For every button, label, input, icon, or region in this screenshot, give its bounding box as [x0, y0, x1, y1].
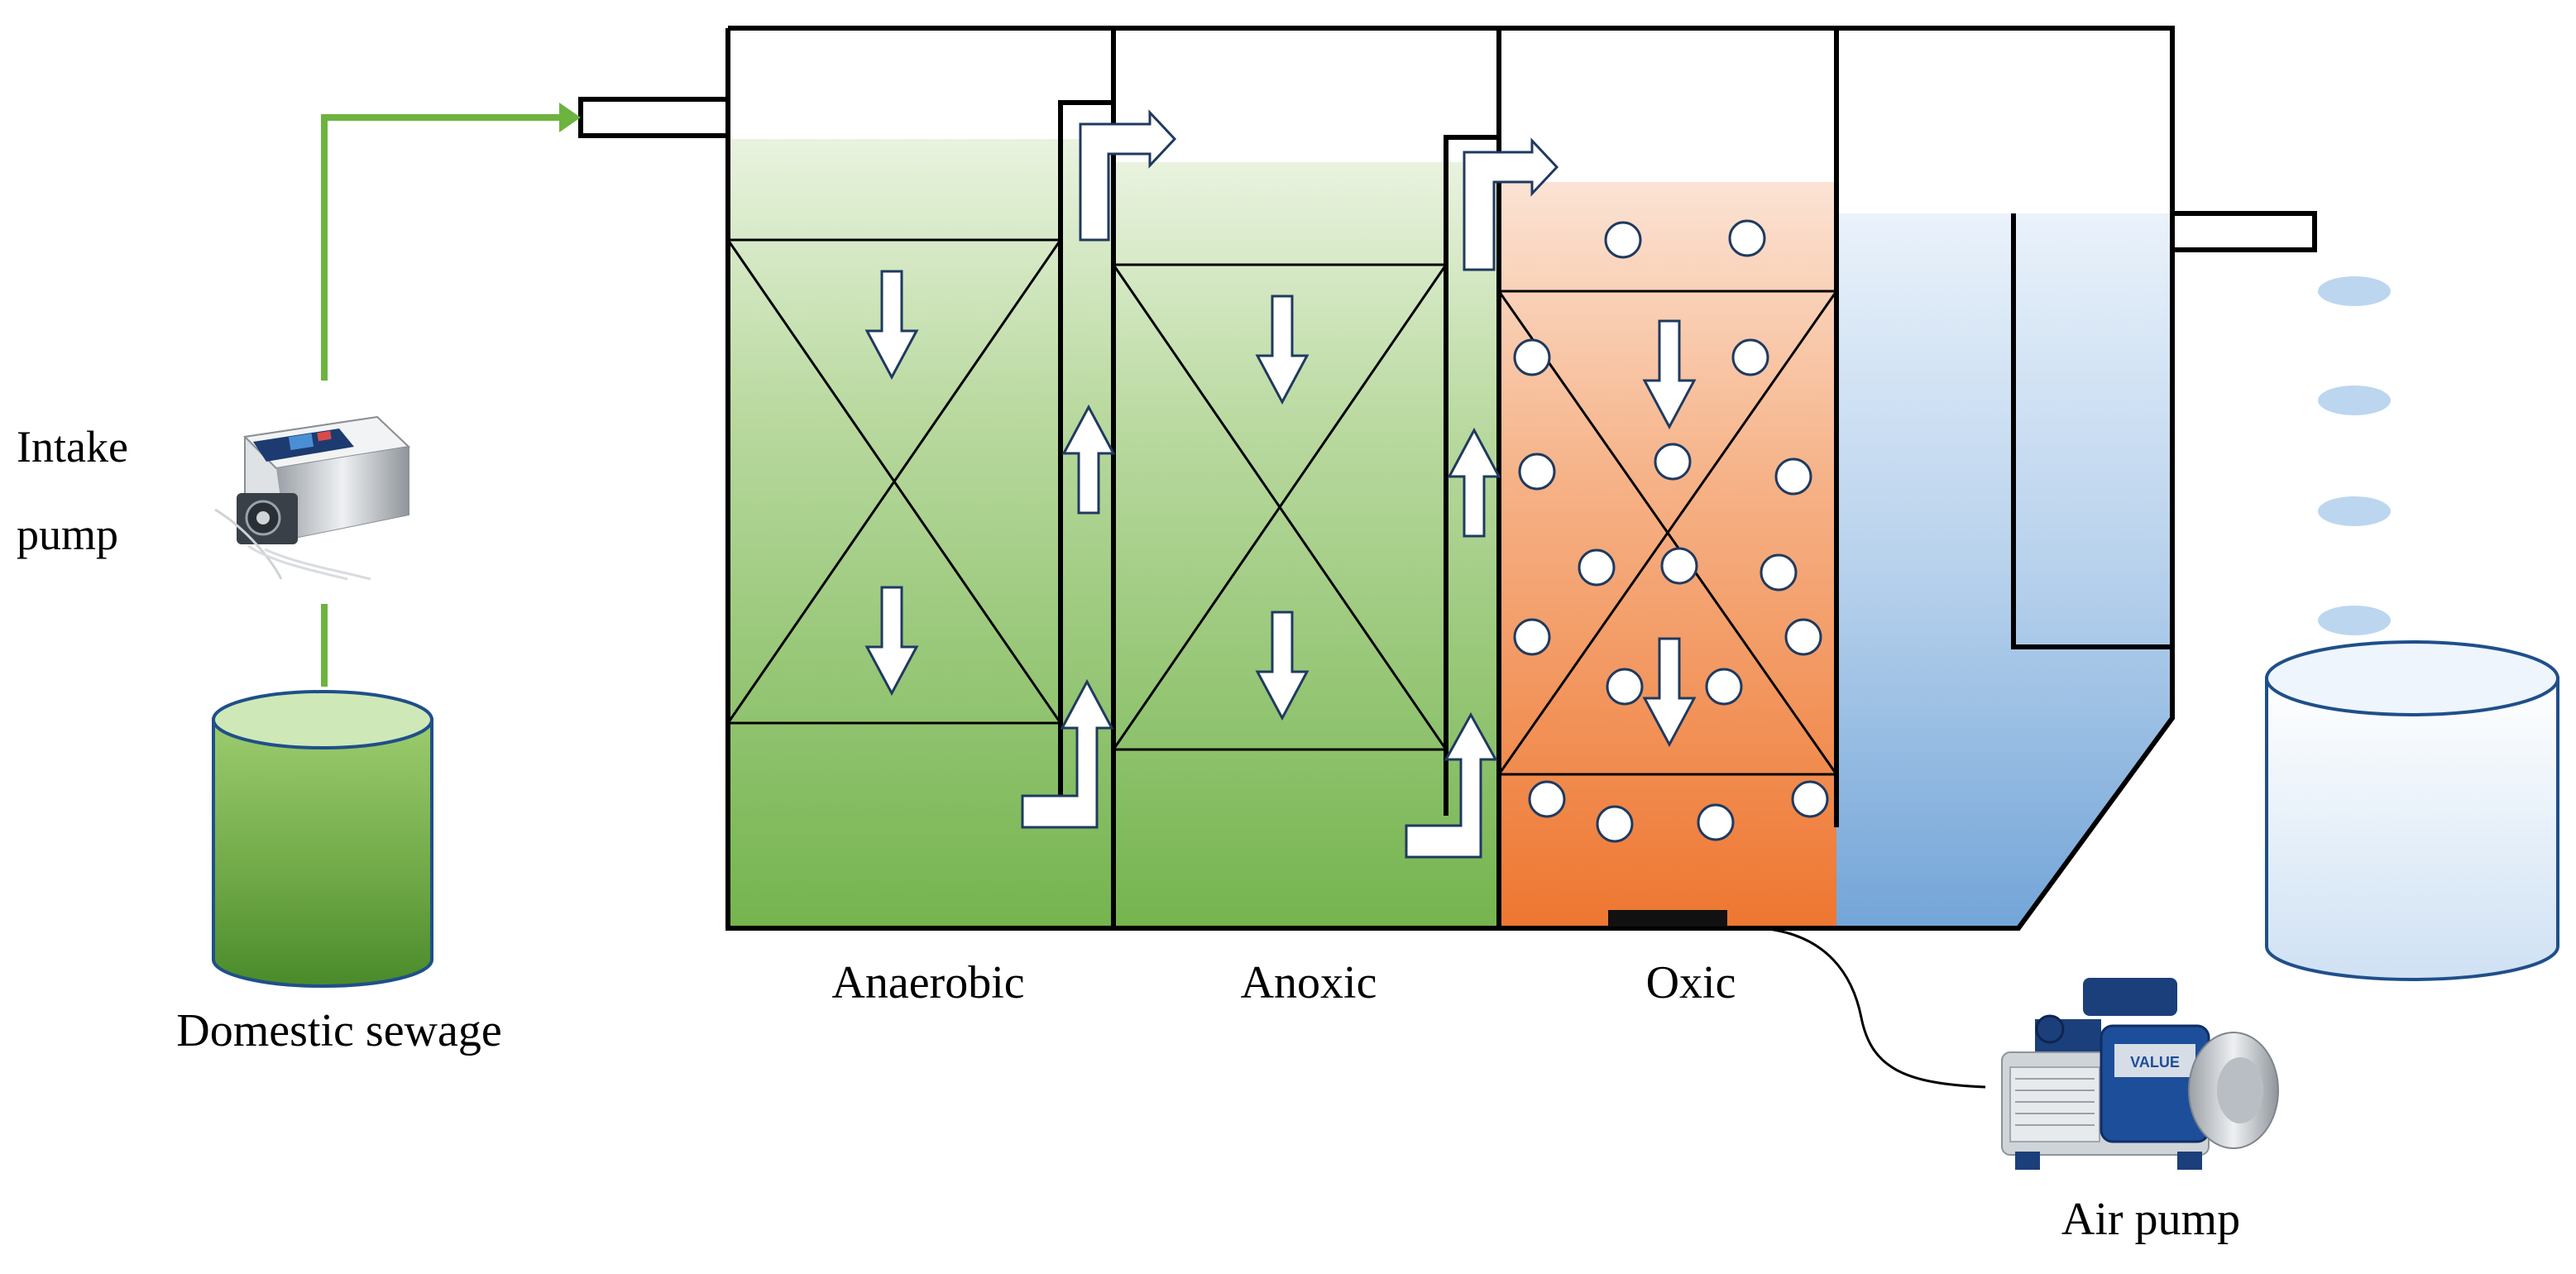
- aeration-bubble-icon: [1728, 219, 1766, 257]
- aeration-bubble-icon: [1606, 668, 1644, 706]
- aeration-bubble-icon: [1528, 780, 1566, 818]
- aeration-bubble-icon: [1604, 221, 1642, 259]
- media-packing: [726, 238, 1838, 776]
- sewage-tank-icon: [212, 690, 433, 988]
- feed-line: [321, 114, 563, 687]
- intake-pump-label-line2: pump: [17, 510, 118, 559]
- aeration-bubble-icon: [1513, 618, 1551, 656]
- domestic-sewage-label: Domestic sewage: [176, 1005, 501, 1056]
- aeration-bubble-icon: [1774, 457, 1812, 496]
- anoxic-label: Anoxic: [1241, 957, 1377, 1008]
- air-hose: [1761, 927, 1986, 1089]
- air-pump-icon: VALUE: [2001, 978, 2279, 1170]
- aeration-bubble-icon: [1697, 803, 1735, 841]
- effluent-tank-icon: [2265, 640, 2559, 981]
- settling-liquid: [1836, 213, 2172, 928]
- intake-pump-label-line1: Intake: [17, 422, 128, 472]
- inlet-pipe: [578, 97, 730, 138]
- flow-arrow-icon: [1079, 109, 1177, 242]
- aeration-bubble-icon: [1596, 805, 1634, 843]
- aeration-bubble-icon: [1760, 553, 1798, 592]
- aeration-bubble-icon: [1791, 780, 1829, 818]
- aeration-bubble-icon: [1518, 453, 1556, 491]
- aeration-bubbles: [1513, 219, 1829, 843]
- aeration-bubble-icon: [1705, 668, 1743, 706]
- flow-arrow-icon: [1021, 678, 1114, 829]
- air-pump-label: Air pump: [2061, 1194, 2240, 1245]
- aeration-bubble-icon: [1578, 548, 1616, 587]
- outlet-pipe: [2170, 211, 2317, 252]
- effluent-drops: [2318, 276, 2391, 635]
- flow-arrow-icon: [1463, 137, 1559, 271]
- flow-arrow-icon: [1405, 711, 1498, 859]
- aerator-plate-icon: [1608, 910, 1727, 927]
- aeration-bubble-icon: [1784, 618, 1822, 656]
- anoxic-liquid: [1113, 162, 1453, 928]
- peristaltic-pump-icon: [214, 415, 411, 581]
- anaerobic-liquid: [728, 139, 1067, 928]
- aeration-bubble-icon: [1513, 338, 1551, 376]
- oxic-label: Oxic: [1646, 957, 1736, 1008]
- feed-arrow-icon: [559, 103, 581, 132]
- air-pump-brand: VALUE: [2130, 1054, 2180, 1070]
- anaerobic-label: Anaerobic: [831, 957, 1024, 1008]
- aeration-bubble-icon: [1731, 338, 1769, 376]
- aeration-bubble-icon: [1660, 547, 1698, 585]
- aeration-bubble-icon: [1654, 443, 1692, 481]
